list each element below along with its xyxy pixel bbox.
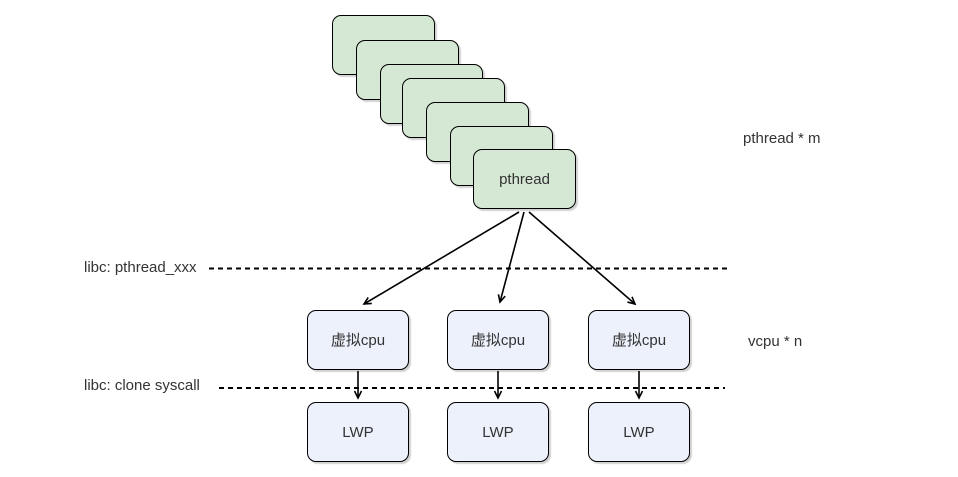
arrow-pthread-to-vcpu-left xyxy=(362,211,520,305)
vcpu-box: 虚拟cpu xyxy=(307,310,409,370)
vcpu-box-label: 虚拟cpu xyxy=(330,331,386,349)
label-vcpu-count: vcpu * n xyxy=(748,333,803,350)
lwp-box: LWP xyxy=(447,402,549,462)
lwp-box: LWP xyxy=(588,402,690,462)
vcpu-box: 虚拟cpu xyxy=(588,310,690,370)
lwp-box-label: LWP xyxy=(482,423,514,441)
label-pthread-count: pthread * m xyxy=(743,130,821,147)
lwp-box-label: LWP xyxy=(342,423,374,441)
vcpu-box-label: 虚拟cpu xyxy=(470,331,526,349)
lwp-box: LWP xyxy=(307,402,409,462)
vcpu-box: 虚拟cpu xyxy=(447,310,549,370)
arrow-pthread-to-vcpu-middle xyxy=(497,211,525,304)
pthread-box-label: pthread xyxy=(499,170,550,188)
arrow-pthread-to-vcpu-right xyxy=(528,211,637,306)
pthread-box: pthread xyxy=(473,149,576,209)
lwp-box-label: LWP xyxy=(623,423,655,441)
vcpu-box-label: 虚拟cpu xyxy=(611,331,667,349)
label-libc-clone-syscall: libc: clone syscall xyxy=(84,377,200,394)
label-libc-pthread-xxx: libc: pthread_xxx xyxy=(84,259,197,276)
